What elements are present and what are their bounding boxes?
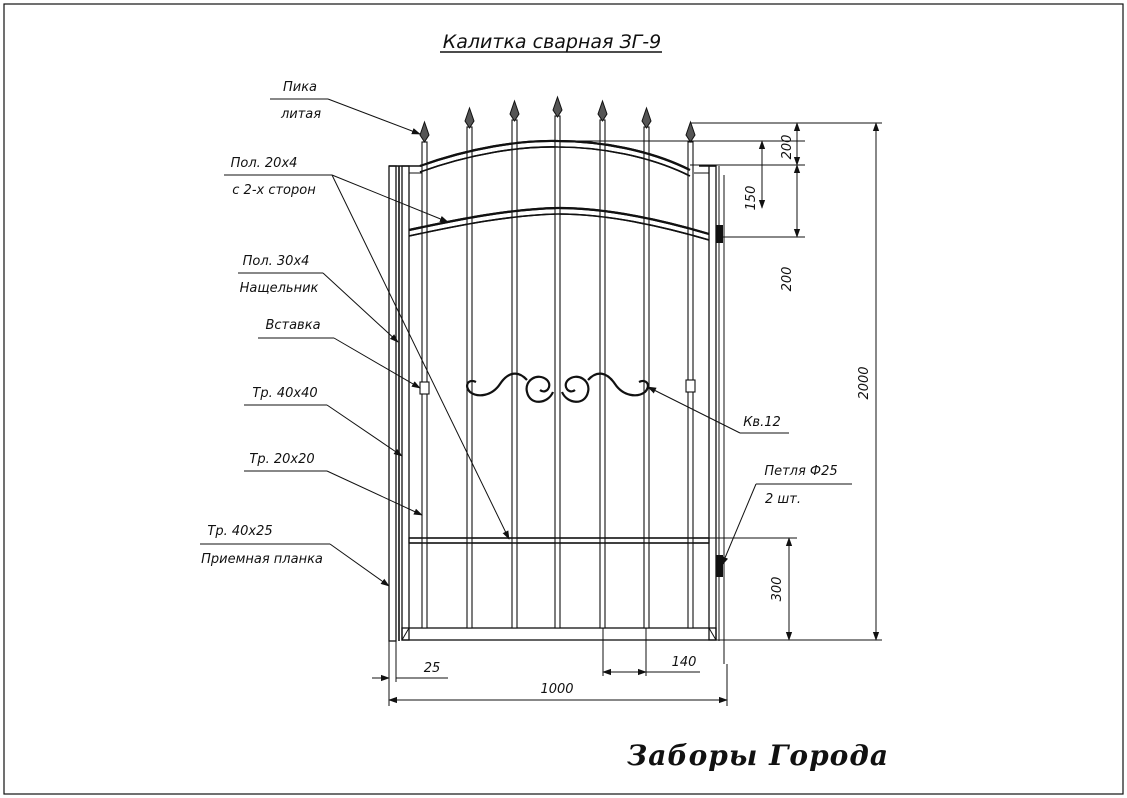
dim-200-top: 200 [780, 135, 795, 160]
picket [641, 106, 652, 629]
callout-kv12-label: Кв.12 [743, 415, 781, 430]
callout-petlya: Петля Ф25 2 шт. [721, 464, 852, 566]
callout-tr40x40: Тр. 40х40 [244, 386, 403, 457]
callout-pol20-line2: с 2-х сторон [232, 183, 316, 198]
scroll-ornament [466, 372, 649, 403]
callout-kv12: Кв.12 [647, 386, 789, 434]
spear-tip-icon [597, 99, 608, 122]
spear-tip-icon [552, 95, 563, 118]
callout-tr20x20: Тр. 20х20 [244, 452, 423, 516]
pickets [408, 95, 710, 629]
callout-tr20x20-label: Тр. 20х20 [249, 452, 314, 467]
left-frame-tube [401, 165, 410, 641]
picket [597, 99, 608, 629]
dimensions-bottom: 25 140 1000 [372, 628, 728, 706]
picket [685, 120, 696, 629]
dim-2000: 2000 [857, 366, 872, 399]
callout-tr40x25-label: Тр. 40х25 [207, 524, 272, 539]
dimensions-right: 200 150 200 2000 300 [565, 122, 882, 641]
callout-tr40x25-sub: Приемная планка [201, 552, 323, 567]
spear-tip-icon [464, 106, 475, 129]
spear-tip-icon [509, 99, 520, 122]
dim-140: 140 [672, 655, 697, 670]
callout-pol20-line1: Пол. 20х4 [231, 156, 298, 171]
dim-1000: 1000 [540, 682, 573, 697]
insert-collar [685, 379, 696, 393]
callout-tr40x25: Тр. 40х25 Приемная планка [200, 524, 390, 587]
spear-tip-icon [685, 120, 696, 143]
callout-pol30-line2: Нащельник [240, 281, 319, 296]
bottom-corner-lines [401, 627, 717, 641]
callout-pika: Пика литая [270, 80, 421, 135]
brand-name: Заборы Города [627, 739, 889, 772]
picket [464, 106, 475, 629]
dim-200: 200 [780, 267, 795, 292]
spear-tip-icon [419, 120, 430, 143]
callout-pol20: Пол. 20х4 с 2-х сторон [224, 156, 510, 540]
right-frame-tube [708, 165, 717, 641]
callout-pol30: Пол. 30х4 Нащельник [238, 254, 399, 343]
callout-pol30-line1: Пол. 30х4 [243, 254, 310, 269]
callout-tr40x40-label: Тр. 40х40 [252, 386, 317, 401]
dim-25: 25 [424, 661, 441, 676]
callout-vstavka: Вставка [258, 318, 421, 389]
hinge-icon [716, 555, 723, 577]
callout-vstavka-label: Вставка [265, 318, 320, 333]
picket [419, 120, 430, 629]
drawing-title: Калитка сварная ЗГ-9 [443, 31, 661, 53]
dim-150: 150 [744, 186, 759, 211]
sheet-frame [3, 3, 1124, 795]
callout-pika-line2: литая [280, 107, 321, 122]
insert-collar [419, 381, 430, 395]
bottom-rail [401, 627, 717, 641]
hinge-icon [716, 225, 723, 243]
picket [552, 95, 563, 629]
callout-petlya-line1: Петля Ф25 [764, 464, 837, 479]
dim-300: 300 [770, 577, 785, 602]
callout-petlya-line2: 2 шт. [765, 492, 801, 507]
callout-pika-line1: Пика [283, 80, 317, 95]
spear-tip-icon [641, 106, 652, 129]
picket [509, 99, 520, 629]
receiving-strip [388, 165, 397, 642]
